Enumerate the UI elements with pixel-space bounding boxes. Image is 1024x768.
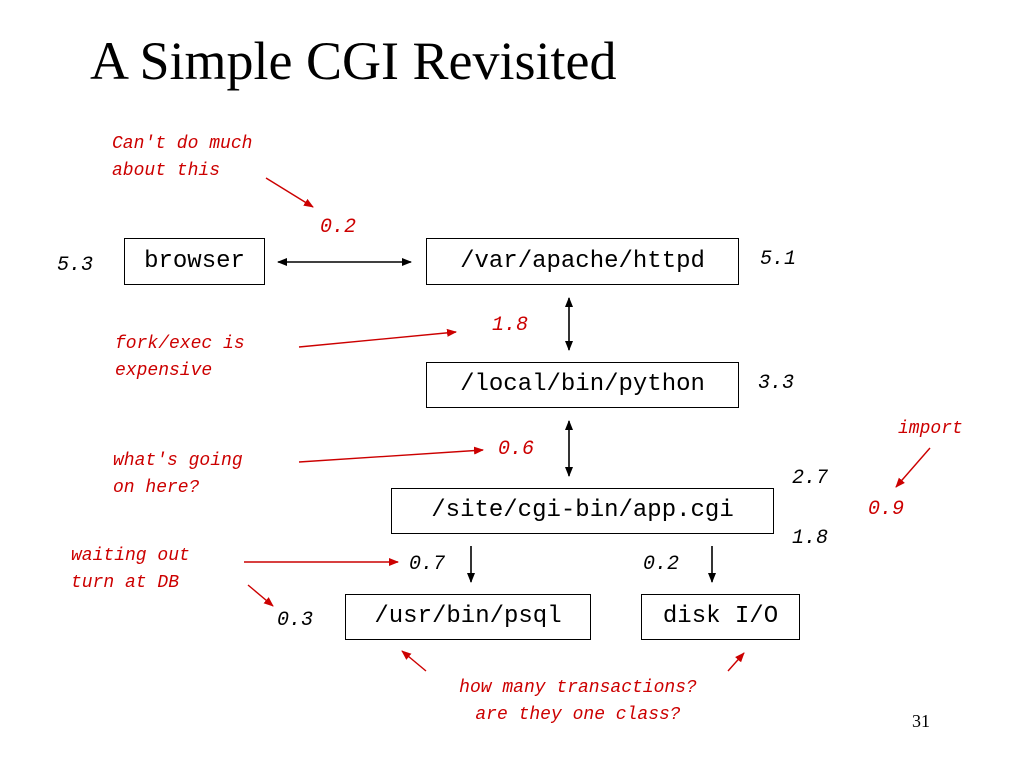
network-time: 0.2 [320, 216, 357, 239]
httpd-time: 5.1 [760, 248, 797, 271]
fork-exec-arrow [298, 328, 457, 348]
import-arrow [895, 447, 931, 488]
note-import: import [898, 419, 963, 439]
db-wait-arrow [247, 584, 274, 607]
import-time: 0.9 [868, 498, 905, 521]
disk-call-time: 0.2 [643, 553, 680, 576]
python-box: /local/bin/python [426, 362, 739, 408]
psql-box: /usr/bin/psql [345, 594, 591, 640]
slide-title: A Simple CGI Revisited [90, 31, 617, 91]
transactions-disk-arrow [727, 652, 745, 672]
cant-do-arrow [265, 177, 314, 208]
whats-going-arrow [298, 446, 484, 463]
browser-time: 5.3 [57, 254, 94, 277]
app-box: /site/cgi-bin/app.cgi [391, 488, 774, 534]
page-number: 31 [912, 711, 930, 731]
startup-time: 0.6 [498, 438, 535, 461]
note-transactions: how many transactions?are they one class… [459, 678, 697, 725]
disk-box: disk I/O [641, 594, 800, 640]
httpd-box: /var/apache/httpd [426, 238, 739, 285]
app-total-time: 2.7 [792, 467, 829, 490]
db-wait-time: 0.3 [277, 609, 314, 632]
python-time: 3.3 [758, 372, 795, 395]
fork-exec-time: 1.8 [492, 314, 529, 337]
transactions-psql-arrow [401, 650, 427, 672]
app-self-time: 1.8 [792, 527, 829, 550]
db-call-time: 0.7 [409, 553, 446, 576]
browser-box: browser [124, 238, 265, 285]
